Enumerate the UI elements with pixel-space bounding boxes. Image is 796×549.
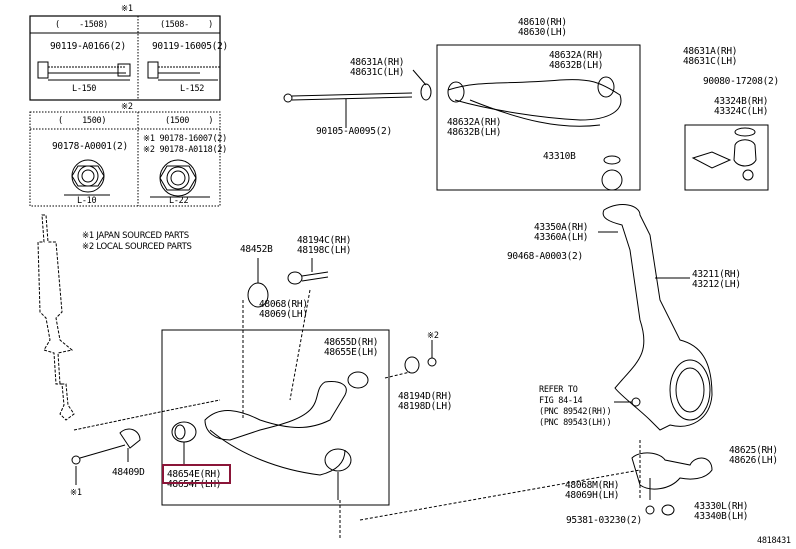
label-upper-arm-rh[interactable]: 48610(RH) [518,17,567,28]
label-steering-arm-lh[interactable]: 48626(LH) [729,455,778,466]
label-lower-arm-rh[interactable]: 48068(RH) [259,299,308,310]
refer-line-2[interactable]: FIG 84-14 [539,396,583,406]
label-bushing-rear-lh[interactable]: 48655E(LH) [324,347,379,358]
label-bolt-arm-rh[interactable]: 48068M(RH) [565,480,620,491]
fastener-table-1 [29,15,221,101]
label-nut-arm-lh[interactable]: 43340B(LH) [694,511,749,522]
label-cam-plate-left-lh[interactable]: 48631C(LH) [350,67,405,78]
table2-col1-dim: L-10 [77,196,97,206]
label-boot-clip[interactable]: 43310B [543,151,576,162]
label-cam-lower-front[interactable]: 48409D [112,467,145,478]
diagram-id: 4818431 [757,536,791,546]
label-cam-plate-right-rh[interactable]: 48631A(RH) [683,46,738,57]
table1-col1-part: 90119-A0166(2) [50,41,126,52]
label-nut-upper[interactable]: 90080-17208(2) [703,76,779,87]
table1-col2-part: 90119-16005(2) [152,41,228,52]
label-nut-arm-rh[interactable]: 43330L(RH) [694,501,749,512]
table1-col1-dim: L-150 [72,84,97,94]
label-upper-arm-lh[interactable]: 48630(LH) [518,27,567,38]
label-cam-plate-right-lh[interactable]: 48631C(LH) [683,56,738,67]
table2-col2-part-1: ※1 90178-16007(2) [143,134,227,144]
boot-kit-box [684,124,769,191]
label-dust-deflector-lh[interactable]: 43360A(LH) [534,232,589,243]
label-bushing-front-lh[interactable]: 48654F(LH) [167,479,222,490]
fastener-table-2 [29,111,221,207]
table2-col2-part-2: ※2 90178-A0118(2) [143,145,227,155]
nut-icon [64,159,110,196]
label-dust-deflector-rh[interactable]: 43350A(RH) [534,222,589,233]
label-bushing-front-rh[interactable]: 48654E(RH) [167,469,222,480]
label-knuckle-rh[interactable]: 43211(RH) [692,269,741,280]
highlight-box [162,464,231,484]
steering-arm-drawing [614,397,713,516]
label-cam-bolt-lower-lh[interactable]: 48198C(LH) [297,245,352,256]
bolt-icon [147,61,220,81]
label-cam-plate-lower-rh[interactable]: 48194D(RH) [398,391,453,402]
bolt-marker: ※1 [70,488,82,498]
label-bushing-upper-right-rh[interactable]: 48632A(RH) [549,50,604,61]
label-boot-kit-rh[interactable]: 43324B(RH) [714,96,769,107]
label-cotter-pin[interactable]: 95381-03230(2) [566,515,642,526]
shock-absorber-drawing [37,214,221,431]
table2-col2-dim: L-22 [169,196,189,206]
label-cam-bolt-lower-rh[interactable]: 48194C(RH) [297,235,352,246]
upper-arm-group [436,44,641,191]
label-bushing-upper-left-rh[interactable]: 48632A(RH) [447,117,502,128]
japan-marker: ※1 [121,4,133,14]
stopper-drawing [247,258,437,374]
refer-line-1: REFER TO [539,385,578,395]
nut-marker: ※2 [427,331,439,341]
bolt-icon [37,61,131,81]
refer-line-4: (PNC 89543(LH)) [539,418,612,428]
label-bushing-upper-left-lh[interactable]: 48632B(LH) [447,127,502,138]
label-cam-plate-lower-lh[interactable]: 48198D(LH) [398,401,453,412]
label-cam-plate-left-rh[interactable]: 48631A(RH) [350,57,405,68]
label-bolt-upper[interactable]: 90105-A0095(2) [316,126,392,137]
label-screw-deflector[interactable]: 90468-A0003(2) [507,251,583,262]
knuckle-drawing [598,204,713,431]
label-steering-arm-rh[interactable]: 48625(RH) [729,445,778,456]
bolt-drawing [283,69,432,128]
table1-col1-header: ( -1508) [55,20,108,30]
label-bolt-arm-lh[interactable]: 48069H(LH) [565,490,620,501]
label-boot-kit-lh[interactable]: 43324C(LH) [714,106,769,117]
nut-icon [150,159,210,198]
table1-col2-header: (1508- ) [160,20,213,30]
label-lower-arm-lh[interactable]: 48069(LH) [259,309,308,320]
note-japan: ※1 JAPAN SOURCED PARTS [82,231,189,241]
label-knuckle-lh[interactable]: 43212(LH) [692,279,741,290]
label-bushing-upper-right-lh[interactable]: 48632B(LH) [549,60,604,71]
table1-col2-dim: L-152 [180,84,205,94]
label-stopper[interactable]: 48452B [240,244,273,255]
table2-col1-header: ( 1500) [58,116,107,126]
local-marker: ※2 [121,102,133,112]
note-local: ※2 LOCAL SOURCED PARTS [82,242,192,252]
refer-line-3: (PNC 89542(RH)) [539,407,612,417]
lower-arm-group [71,329,390,506]
table2-col2-header: (1500 ) [165,116,214,126]
table2-col1-part: 90178-A0001(2) [52,141,128,152]
label-bushing-rear-rh[interactable]: 48655D(RH) [324,337,379,348]
